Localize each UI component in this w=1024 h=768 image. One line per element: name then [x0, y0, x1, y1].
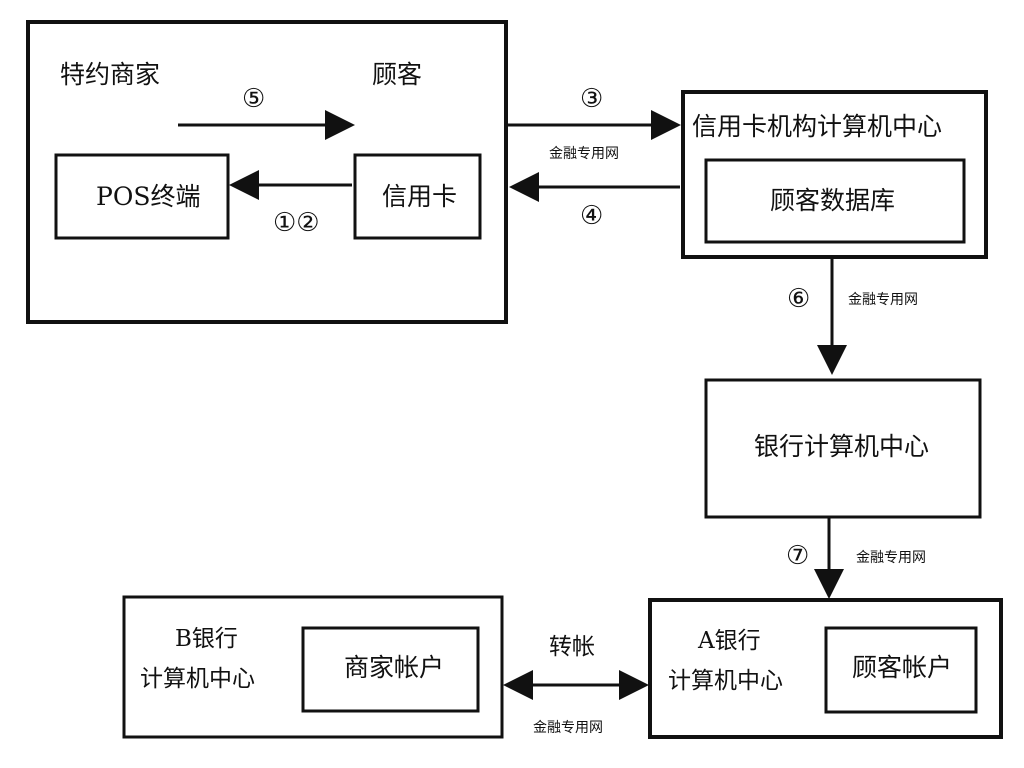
network-label-bank-a: 金融专用网 — [856, 550, 926, 566]
step-3-label: ③ — [580, 84, 604, 114]
step-6-label: ⑥ — [787, 284, 811, 314]
bank-center-title: 银行计算机中心 — [754, 432, 930, 461]
merchant-account-label: 商家帐户 — [344, 653, 445, 682]
bank-a-title-line2: 计算机中心 — [668, 668, 783, 694]
transfer-label: 转帐 — [549, 634, 595, 660]
pos-terminal-box — [54, 153, 230, 240]
merchant-area-box — [26, 20, 508, 324]
step-7-label: ⑦ — [786, 541, 810, 571]
card-center-box — [681, 90, 988, 259]
step-4-label: ④ — [580, 201, 604, 231]
customer-account-box — [824, 626, 978, 714]
step-5-label: ⑤ — [242, 84, 266, 114]
merchant-account-box — [301, 626, 480, 713]
network-label-transfer: 金融专用网 — [533, 720, 603, 736]
bank-a-title-line1: A银行 — [698, 628, 761, 654]
bank-b-title-line2: 计算机中心 — [140, 666, 255, 692]
card-center-title: 信用卡机构计算机中心 — [692, 112, 943, 141]
network-label-bank: 金融专用网 — [848, 292, 918, 308]
credit-card-box — [353, 153, 482, 240]
credit-card-label: 信用卡 — [382, 182, 458, 211]
customer-account-label: 顾客帐户 — [852, 653, 953, 682]
pos-terminal-label: POS终端 — [96, 182, 201, 211]
customer-db-label: 顾客数据库 — [770, 186, 896, 215]
customer-db-box — [704, 158, 966, 244]
bank-b-title-line1: B银行 — [175, 626, 238, 652]
bank-b-box — [122, 595, 504, 739]
merchant-label: 特约商家 — [60, 60, 161, 89]
bank-a-box — [648, 598, 1003, 739]
step-1-2-label: ①② — [273, 208, 320, 238]
network-label-card: 金融专用网 — [549, 146, 619, 162]
bank-center-box — [704, 378, 982, 519]
customer-label: 顾客 — [372, 60, 423, 89]
